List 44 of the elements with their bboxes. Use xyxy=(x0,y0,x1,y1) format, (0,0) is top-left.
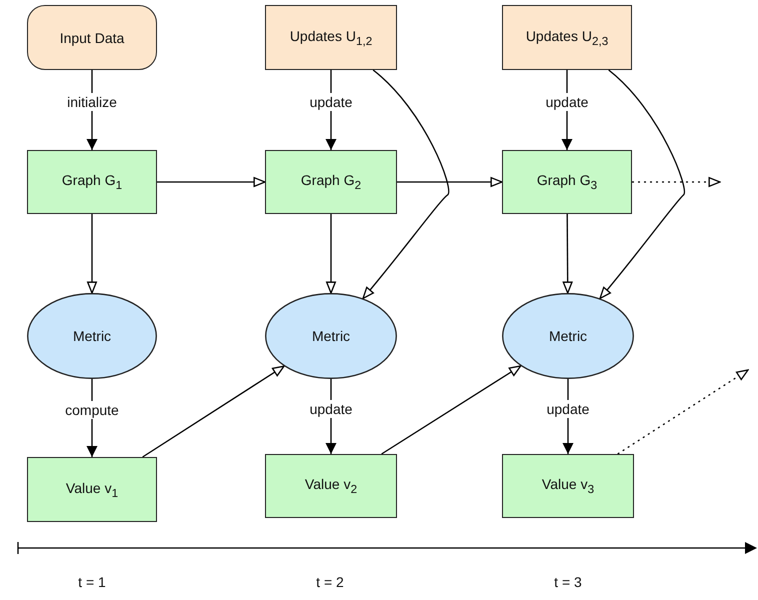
node-label: Updates U$_{2,3}$ xyxy=(526,28,608,48)
process-box xyxy=(502,150,632,214)
edge-label: update xyxy=(308,93,354,111)
process-box xyxy=(27,457,157,522)
edge-label: update xyxy=(544,93,590,111)
process-box xyxy=(265,454,397,518)
node-label: Updates U$_{1,2}$ xyxy=(290,28,372,48)
arrow xyxy=(397,177,503,187)
arrow xyxy=(87,214,97,294)
node-label: Metric xyxy=(72,328,112,344)
node-label: Metric xyxy=(312,328,350,344)
process-box xyxy=(265,5,397,70)
node-label: Value v$_{1}$ xyxy=(66,480,118,500)
arrow xyxy=(326,214,336,294)
dotted-arrow xyxy=(617,369,749,455)
start-box xyxy=(27,5,157,70)
curved-arrow xyxy=(599,70,685,300)
arrow xyxy=(142,366,285,458)
time-label: t = 1 xyxy=(78,574,106,590)
edge-label: initialize xyxy=(65,93,119,111)
process-box xyxy=(265,150,397,214)
node-label: Value v$_{3}$ xyxy=(542,476,594,496)
node-label: Input Data xyxy=(60,30,124,46)
arrow xyxy=(381,365,522,455)
metric-ellipse xyxy=(27,293,157,379)
time-label: t = 3 xyxy=(554,574,582,590)
node-label: Graph G$_{1}$ xyxy=(62,172,122,192)
edge-label: update xyxy=(308,400,354,418)
process-box xyxy=(502,454,634,518)
node-label: Graph G$_{2}$ xyxy=(300,172,362,192)
arrow xyxy=(562,214,573,294)
process-box xyxy=(27,150,157,214)
arrow xyxy=(157,177,266,187)
time-label: t = 2 xyxy=(316,574,344,590)
node-label: Metric xyxy=(548,328,588,344)
process-box xyxy=(502,5,632,70)
node-label: Value v$_{2}$ xyxy=(304,476,358,496)
curved-arrow xyxy=(362,70,450,300)
metric-ellipse xyxy=(265,293,397,379)
edge-label: compute xyxy=(63,401,121,419)
dotted-arrow xyxy=(632,177,721,187)
metric-ellipse xyxy=(502,293,634,379)
edge-label: update xyxy=(544,400,592,418)
node-label: Graph G$_{3}$ xyxy=(536,172,598,192)
